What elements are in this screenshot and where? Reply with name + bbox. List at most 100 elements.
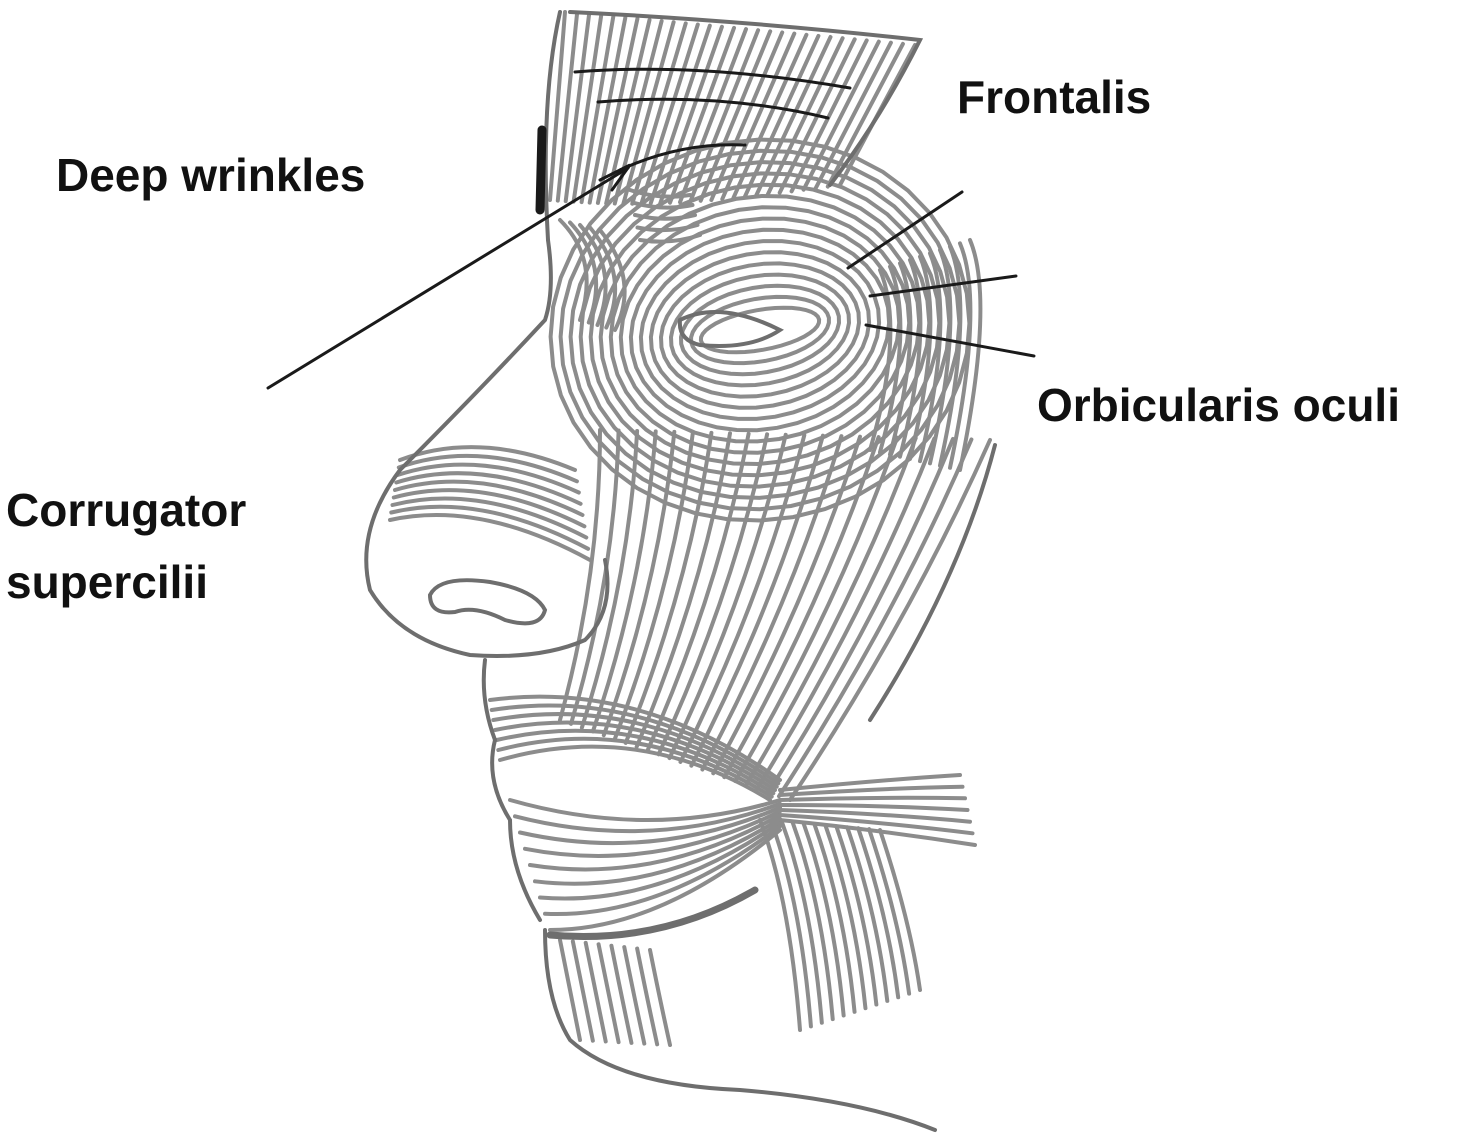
orbicularis-oculi-fiber [628, 227, 892, 433]
frontalis-fiber [709, 30, 785, 202]
frontalis-fiber [698, 29, 773, 203]
cheek-muscle-fiber [678, 433, 807, 764]
cheek-muscle-fiber [711, 434, 862, 776]
orbicularis-oris-upper-fiber [488, 694, 782, 782]
orbicularis-oris-lower-fiber [528, 813, 782, 872]
cheek-muscle-fiber [733, 435, 900, 783]
orbicularis-leader-line [868, 274, 1018, 298]
label-corrugator-line2: supercilii [6, 556, 208, 608]
orbicularis-oculi-fiber [698, 305, 822, 355]
corrugator-fiber [598, 228, 627, 332]
mentalis-fiber [635, 946, 660, 1047]
orbicularis-oculi-fiber [638, 239, 882, 421]
cheek-outline [868, 443, 997, 722]
orbicularis-oris-lower-fiber [533, 816, 782, 886]
depressor-fiber [845, 825, 890, 1003]
corrugator-fiber [635, 223, 700, 233]
orbicularis-oculi-fiber [689, 294, 831, 366]
orbicularis-oris-upper-fiber [493, 720, 777, 792]
nostril-outline [427, 578, 548, 626]
frontalis-fiber [731, 32, 809, 200]
corrugator-fiber [578, 223, 608, 327]
nasalis-fiber [390, 496, 589, 540]
orbicularis-oris-upper-fiber [491, 712, 779, 789]
risorius-fiber [778, 813, 975, 836]
frontalis-leader-line [846, 190, 964, 270]
cheek-muscle-fiber [634, 431, 732, 749]
nasalis-fiber [389, 504, 591, 551]
orbicularis-oculi-fiber [648, 250, 872, 410]
orbicularis-lateral-fiber [868, 268, 893, 452]
frontalis-fiber [587, 15, 628, 205]
depressor-fiber [834, 824, 879, 1007]
corrugator-fiber [628, 188, 692, 199]
orbicularis-lateral-fiber [958, 238, 983, 472]
cheek-muscle-fiber [788, 438, 992, 802]
nasalis-fiber [391, 488, 587, 529]
mentalis-fiber [596, 942, 621, 1045]
nasalis-fiber [394, 471, 583, 506]
forehead-outline [568, 10, 924, 187]
cheek-muscle-fiber [689, 433, 825, 768]
label-corrugator-line1: Corrugator [6, 484, 247, 536]
frontalis-fiber [563, 12, 592, 204]
orbicularis-oculi-fiber [678, 283, 842, 377]
cheek-muscle-fiber [744, 436, 918, 787]
depressor-fiber [790, 820, 835, 1022]
frontalis-fiber [579, 14, 616, 205]
cheek-muscle-fiber [569, 428, 621, 726]
frontalis-fiber [765, 36, 845, 197]
corrugator-leader-arrowhead [598, 163, 632, 192]
cheek-muscle-fiber [656, 432, 770, 757]
mentalis-fiber [609, 943, 634, 1045]
orbicularis-lateral-fiber [918, 251, 943, 464]
orbicularis-oculi-fiber [608, 205, 912, 455]
orbicularis-oculi-fiber [598, 193, 922, 467]
cheek-muscle-fiber [645, 431, 751, 753]
cheek-muscle-fiber [700, 434, 844, 772]
orbicularis-oris-lower-fiber [548, 828, 782, 932]
mentalis-fiber [558, 938, 582, 1042]
cheek-muscle-fiber [667, 432, 788, 761]
frontalis-fiber [648, 23, 712, 206]
frontalis-fiber [720, 31, 797, 201]
risorius-fiber [778, 803, 970, 812]
orbicularis-oris-lower-fiber [523, 809, 782, 858]
orbicularis-oris-upper-fiber [498, 744, 772, 802]
forehead-front-edge [543, 10, 562, 242]
corrugator-fiber [633, 213, 697, 221]
corrugator-leader-line [266, 166, 630, 390]
mentalis-fiber [570, 939, 595, 1043]
cheek-muscle-fiber [623, 430, 714, 745]
frontalis-fiber [742, 33, 821, 199]
label-frontalis: Frontalis [957, 71, 1152, 123]
risorius-fiber [778, 795, 967, 802]
cheek-muscle-fiber [612, 430, 695, 741]
nasalis-fiber [393, 479, 585, 517]
frontalis-fiber [801, 39, 881, 192]
cheek-muscle-fiber [579, 429, 640, 730]
orbicularis-oris-lower-fiber [543, 824, 782, 917]
lower-lip-edge [546, 886, 759, 941]
risorius-fiber [778, 773, 962, 792]
depressor-fiber [801, 821, 846, 1018]
depressor-fiber [878, 828, 922, 992]
corrugator-fiber [558, 218, 589, 322]
nasalis-fiber [388, 513, 592, 562]
frontalis-fiber [621, 20, 676, 206]
corrugator-fiber [568, 220, 599, 325]
orbicularis-oculi-fiber [568, 160, 952, 500]
orbicularis-oculi-fiber [668, 272, 852, 388]
cheek-muscle-fiber [601, 429, 677, 738]
frontalis-fiber [630, 21, 688, 206]
deep-wrinkle-mark [535, 125, 547, 215]
orbicularis-oculi-fiber [658, 261, 862, 399]
frontalis-fiber [754, 35, 833, 198]
frontalis-fiber [571, 13, 604, 204]
nasalis-fiber [396, 453, 579, 484]
orbicularis-oculi-fiber [548, 137, 972, 523]
corrugator-fiber [630, 200, 695, 210]
mentalis-fiber [648, 948, 672, 1047]
